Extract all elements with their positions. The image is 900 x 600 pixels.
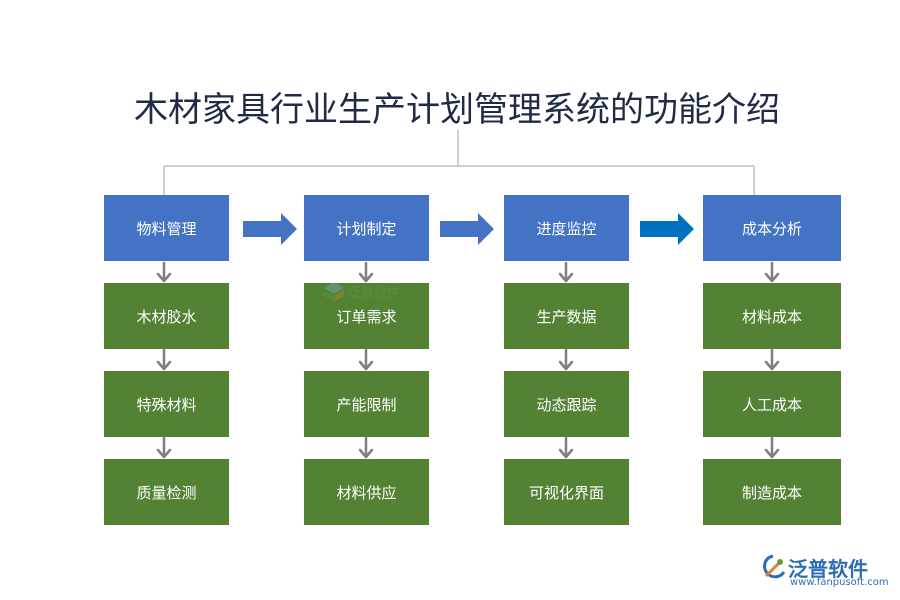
item-label: 可视化界面	[528, 483, 604, 502]
item-label: 人工成本	[741, 395, 802, 414]
item-box: 生产数据	[504, 283, 629, 349]
logo-url: www.fanpusoft.com	[790, 577, 889, 588]
page-title: 木材家具行业生产计划管理系统的功能介绍	[134, 90, 780, 130]
header-label: 成本分析	[741, 219, 802, 238]
flow-arrow-2	[440, 213, 494, 245]
header-monitoring: 进度监控	[504, 195, 629, 261]
header-materials: 物料管理	[104, 195, 229, 261]
item-box: 动态跟踪	[504, 371, 629, 437]
down-arrow-col2	[358, 261, 374, 459]
item-label: 质量检测	[136, 483, 197, 502]
item-box: 制造成本	[703, 459, 841, 525]
header-planning: 计划制定	[304, 195, 429, 261]
down-arrow-col1	[156, 261, 172, 459]
item-label: 动态跟踪	[536, 395, 597, 414]
item-label: 材料供应	[336, 483, 397, 502]
flow-arrow-3	[640, 213, 694, 245]
watermark-text: 泛普软件	[348, 286, 401, 301]
watermark: 泛普软件	[322, 278, 412, 308]
title-bracket	[163, 130, 755, 195]
fanpu-logo: 泛普软件 www.fanpusoft.com	[760, 550, 890, 590]
item-label: 材料成本	[741, 307, 802, 326]
item-box: 特殊材料	[104, 371, 229, 437]
item-box: 订单需求	[304, 283, 429, 349]
item-box: 材料成本	[703, 283, 841, 349]
item-box: 人工成本	[703, 371, 841, 437]
down-arrow-col4	[764, 261, 780, 459]
item-box: 质量检测	[104, 459, 229, 525]
down-arrow-col3	[558, 261, 574, 459]
flow-arrow-1	[243, 213, 297, 245]
header-cost-analysis: 成本分析	[703, 195, 841, 261]
item-label: 产能限制	[336, 395, 397, 414]
item-label: 木材胶水	[136, 307, 197, 326]
header-label: 物料管理	[136, 219, 197, 238]
item-label: 特殊材料	[136, 395, 197, 414]
header-label: 计划制定	[336, 219, 397, 238]
item-box: 可视化界面	[504, 459, 629, 525]
item-label: 生产数据	[536, 307, 597, 326]
item-box: 木材胶水	[104, 283, 229, 349]
item-label: 制造成本	[741, 483, 802, 502]
fanpu-logo-icon	[763, 554, 786, 579]
item-box: 材料供应	[304, 459, 429, 525]
fanpu-watermark-icon	[324, 282, 344, 302]
item-label: 订单需求	[336, 307, 397, 326]
logo-name: 泛普软件	[788, 557, 868, 581]
header-label: 进度监控	[536, 219, 597, 238]
item-box: 产能限制	[304, 371, 429, 437]
